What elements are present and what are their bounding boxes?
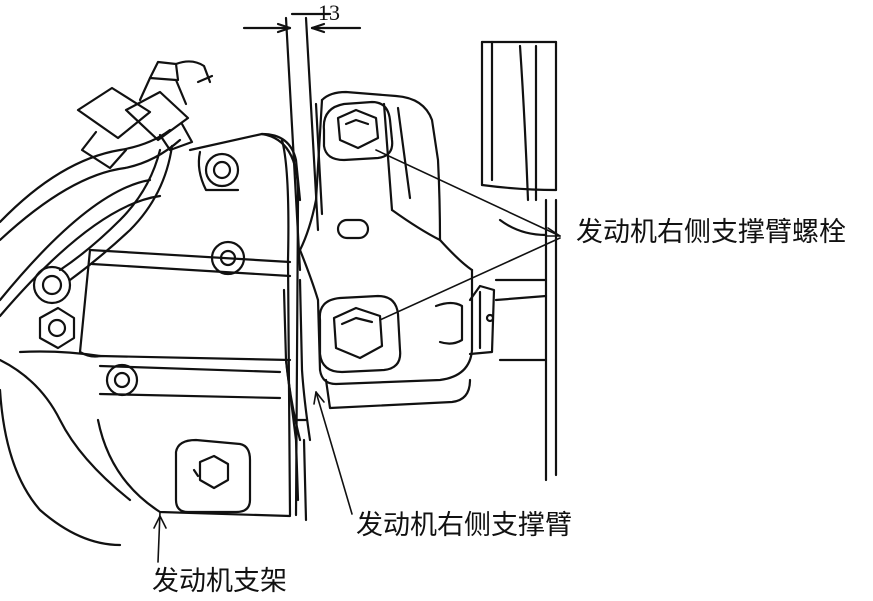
dimension-13	[242, 12, 362, 272]
dimension-label: 13	[318, 0, 340, 25]
engine-bracket-body	[0, 132, 302, 547]
leader-lines	[153, 149, 561, 563]
wire-harness	[0, 60, 214, 318]
leader-bolt-upper	[375, 149, 561, 237]
arm-upper-bolt	[322, 100, 394, 162]
leader-bracket	[157, 511, 161, 563]
right-support-arm	[282, 90, 496, 522]
label-engine-bracket: 发动机支架	[152, 566, 287, 597]
leader-bolt-lower	[379, 237, 561, 321]
label-right-support-arm: 发动机右侧支撑臂	[356, 510, 572, 541]
arm-lower-bolt	[318, 294, 402, 374]
label-right-support-arm-bolt: 发动机右侧支撑臂螺栓	[576, 217, 846, 248]
bracket-bottom-bolt	[174, 438, 252, 514]
vehicle-body-frame	[480, 40, 558, 482]
leader-arm	[315, 391, 353, 515]
